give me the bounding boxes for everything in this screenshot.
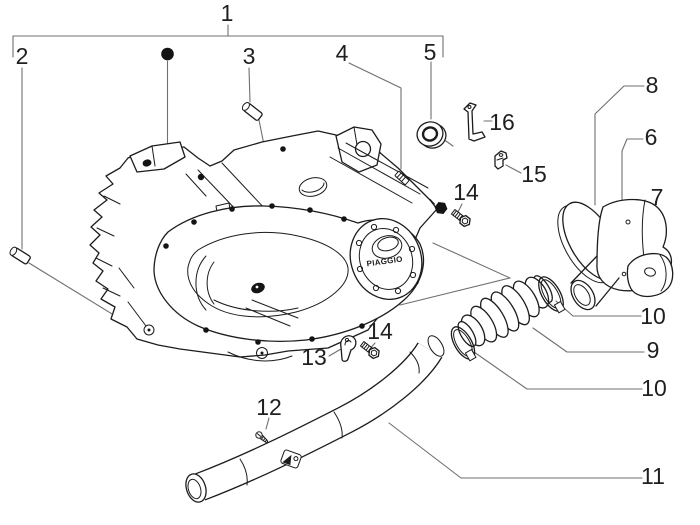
lug-bolt-hole <box>142 159 152 167</box>
airbox-mount-boss <box>626 252 674 298</box>
reference-dot <box>161 47 174 61</box>
cover-plug <box>251 282 265 294</box>
callout-10b-leader <box>473 351 643 390</box>
callout-8-leader <box>594 85 645 206</box>
intake-duct <box>185 335 445 503</box>
part-5-seal <box>416 121 447 149</box>
callout-13-label[interactable]: 13 <box>301 344 327 370</box>
assembly-pointer-lines <box>399 242 511 306</box>
callout-1-bracket <box>12 24 444 58</box>
part-15-clip <box>494 150 508 170</box>
callout-labels: 1 2 3 4 5 16 15 8 6 7 14 10 9 10 11 14 1… <box>16 0 667 489</box>
callout-14a-label[interactable]: 14 <box>453 179 479 205</box>
part-12-screw <box>255 431 269 443</box>
callout-4-label[interactable]: 4 <box>336 40 349 66</box>
hose-clamp-upper <box>538 276 566 314</box>
callout-13-leader <box>328 348 342 357</box>
callout-1-label[interactable]: 1 <box>221 0 234 26</box>
duct-badge <box>280 449 302 469</box>
kickstart-hex-bolt <box>429 198 448 215</box>
callout-3-label[interactable]: 3 <box>243 43 256 69</box>
part-3-bushing <box>241 102 263 121</box>
callout-16-label[interactable]: 16 <box>489 109 515 135</box>
hose-clamp-lower <box>450 326 477 362</box>
callout-15-label[interactable]: 15 <box>521 161 547 187</box>
callout-8-label[interactable]: 8 <box>646 72 659 98</box>
part-14b-bolt <box>359 341 380 360</box>
callout-7-label[interactable]: 7 <box>651 184 664 210</box>
airbox-assembly <box>557 198 674 311</box>
swingarm-hole <box>354 140 372 158</box>
engine-crankcase-drawing: PIAGGIO <box>89 126 448 362</box>
airbox-spigot <box>570 255 620 307</box>
callout-14b-label[interactable]: 14 <box>367 318 393 344</box>
part-16-bracket <box>463 102 486 142</box>
callout-10a-label[interactable]: 10 <box>640 303 666 329</box>
callout-2-label[interactable]: 2 <box>16 43 29 69</box>
callout-12-label[interactable]: 12 <box>256 394 282 420</box>
flange-bolt-holes <box>355 223 417 295</box>
cover-recess <box>187 231 349 318</box>
kick-boss <box>227 351 293 362</box>
variator-arcs <box>195 255 215 311</box>
duct-collar-lines <box>239 351 420 486</box>
part-4-stud <box>394 170 410 186</box>
callout-15-leader <box>505 164 522 174</box>
piaggio-flange: PIAGGIO <box>349 218 423 300</box>
callout-10b-label[interactable]: 10 <box>641 375 667 401</box>
part-13-clip <box>340 335 357 362</box>
callout-6-leader <box>621 138 644 210</box>
callout-11-leader <box>388 422 643 479</box>
part-14a-bolt <box>450 209 471 228</box>
callout-11-label[interactable]: 11 <box>641 463 665 489</box>
callout-9-leader <box>532 327 645 353</box>
bellows-hose <box>457 275 553 348</box>
callout-9-label[interactable]: 9 <box>647 337 660 363</box>
callout-6-label[interactable]: 6 <box>645 124 658 150</box>
callout-5-label[interactable]: 5 <box>424 39 437 65</box>
part-2-bushing <box>9 246 31 265</box>
